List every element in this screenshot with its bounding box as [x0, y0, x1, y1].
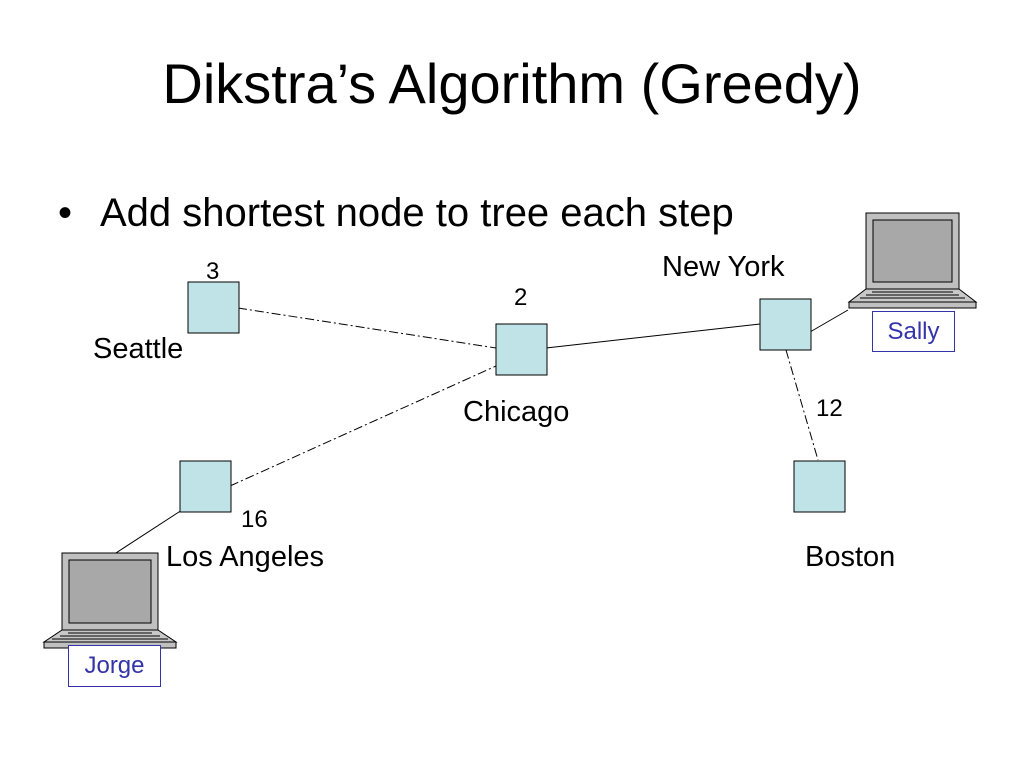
- node-los-angeles: [179, 460, 232, 513]
- node-boston: [793, 460, 846, 513]
- user-box-jorge: Jorge: [68, 645, 161, 687]
- laptop-icon-jorge: [42, 552, 178, 649]
- label-seattle: Seattle: [93, 333, 184, 365]
- user-box-sally: Sally: [872, 311, 955, 352]
- edge-new-york-boston: [785, 349, 819, 461]
- weight-chicago: 2: [514, 284, 528, 311]
- node-new-york: [759, 298, 812, 351]
- slide-title: Dikstra’s Algorithm (Greedy): [162, 52, 862, 115]
- node-seattle: [187, 281, 240, 334]
- bullet-text: Add shortest node to tree each step: [100, 191, 734, 235]
- label-new-york: New York: [662, 251, 785, 283]
- weight-boston: 12: [816, 395, 843, 422]
- label-boston: Boston: [805, 541, 896, 573]
- weight-seattle: 3: [206, 258, 220, 285]
- weight-los-angeles: 16: [241, 506, 268, 533]
- node-chicago: [495, 323, 548, 376]
- edge-chicago-new-york: [545, 323, 761, 349]
- laptop-icon-sally: [847, 212, 978, 309]
- label-los-angeles: Los Angeles: [166, 541, 325, 573]
- edge-seattle-chicago: [237, 307, 497, 349]
- edge-new-york-sally: [809, 309, 849, 333]
- label-chicago: Chicago: [463, 396, 570, 428]
- bullet-point: • Add shortest node to tree each step: [58, 193, 734, 233]
- edge-chicago-los-angeles: [229, 365, 497, 487]
- bullet-marker: •: [58, 191, 73, 235]
